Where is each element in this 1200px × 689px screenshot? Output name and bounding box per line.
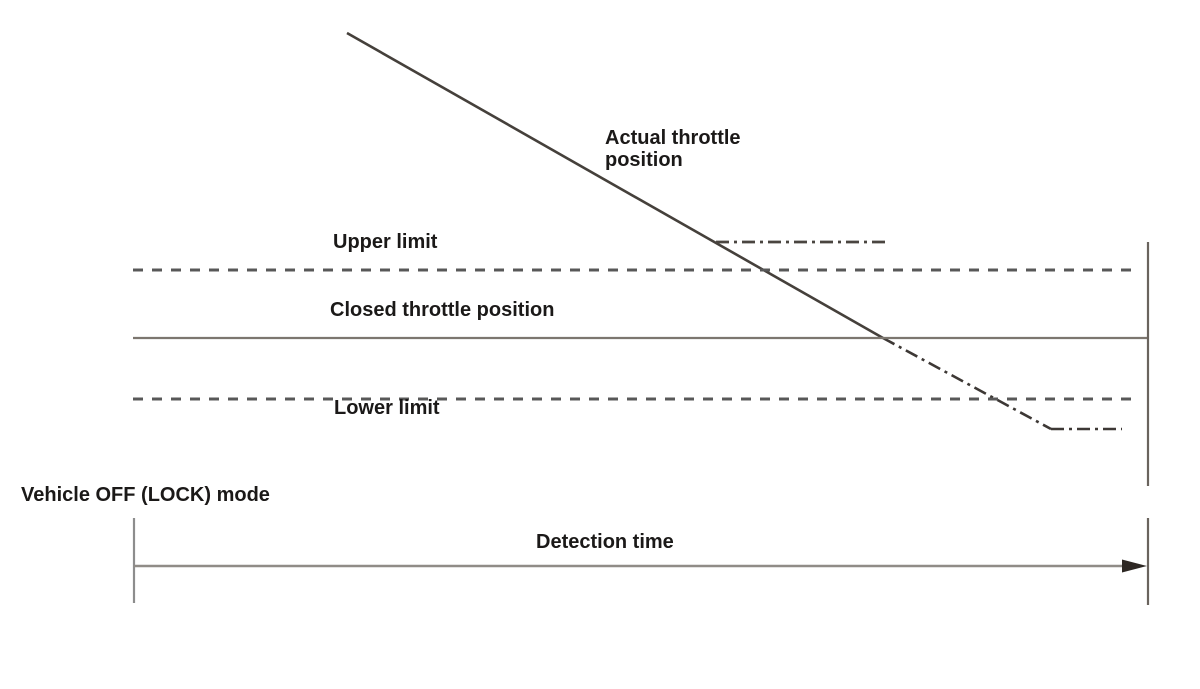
actual-throttle-solid-line [346, 31, 884, 340]
actual-throttle-label: Actual throttle position [605, 127, 741, 171]
upper-limit-label: Upper limit [333, 231, 438, 253]
lower-limit-label: Lower limit [334, 397, 440, 419]
actual-throttle-dashdot-diagonal [882, 336, 1052, 431]
vehicle-off-lock-mode-label: Vehicle OFF (LOCK) mode [21, 484, 270, 506]
closed-throttle-label: Closed throttle position [330, 299, 555, 321]
detection-time-label: Detection time [536, 531, 674, 553]
arrowhead-right-icon [1122, 559, 1147, 573]
